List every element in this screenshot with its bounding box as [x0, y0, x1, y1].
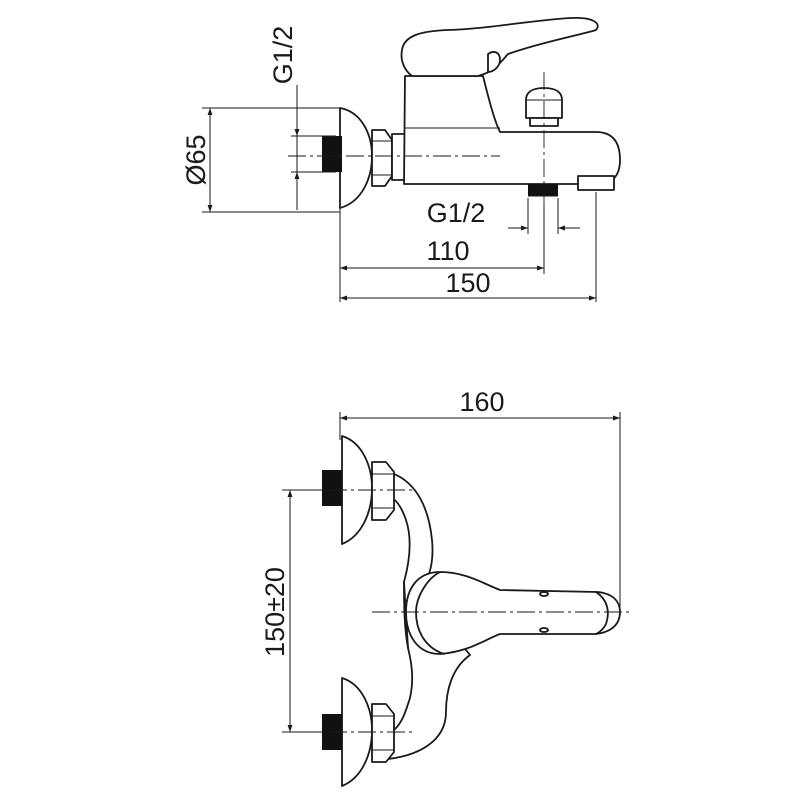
dim-150-label: 150 — [445, 268, 490, 298]
mixer-body — [403, 75, 621, 185]
dim-110-label: 110 — [426, 236, 469, 266]
thread-vertical-label: G1/2 — [268, 26, 298, 85]
lower-hex-nut — [371, 703, 395, 763]
spout-outlet — [577, 175, 615, 191]
dim-160-label: 160 — [459, 387, 504, 417]
diameter-label: Ø65 — [181, 134, 211, 185]
shower-outlet-thread — [528, 184, 558, 196]
wall-flange — [339, 107, 373, 209]
front-lever — [405, 571, 621, 655]
lever-cap — [487, 51, 501, 73]
front-view: 160 150±20 — [260, 387, 630, 787]
hex-nut — [371, 129, 393, 187]
lever-handle — [400, 17, 599, 77]
inlet-thread — [322, 136, 342, 172]
side-view: Ø65 G1/2 G1/2 110 150 — [181, 17, 621, 302]
upper-inlet-thread — [322, 470, 342, 506]
dim-spacing-label: 150±20 — [260, 567, 290, 657]
thread-horizontal-label: G1/2 — [427, 198, 486, 228]
upper-hex-nut — [371, 461, 395, 521]
